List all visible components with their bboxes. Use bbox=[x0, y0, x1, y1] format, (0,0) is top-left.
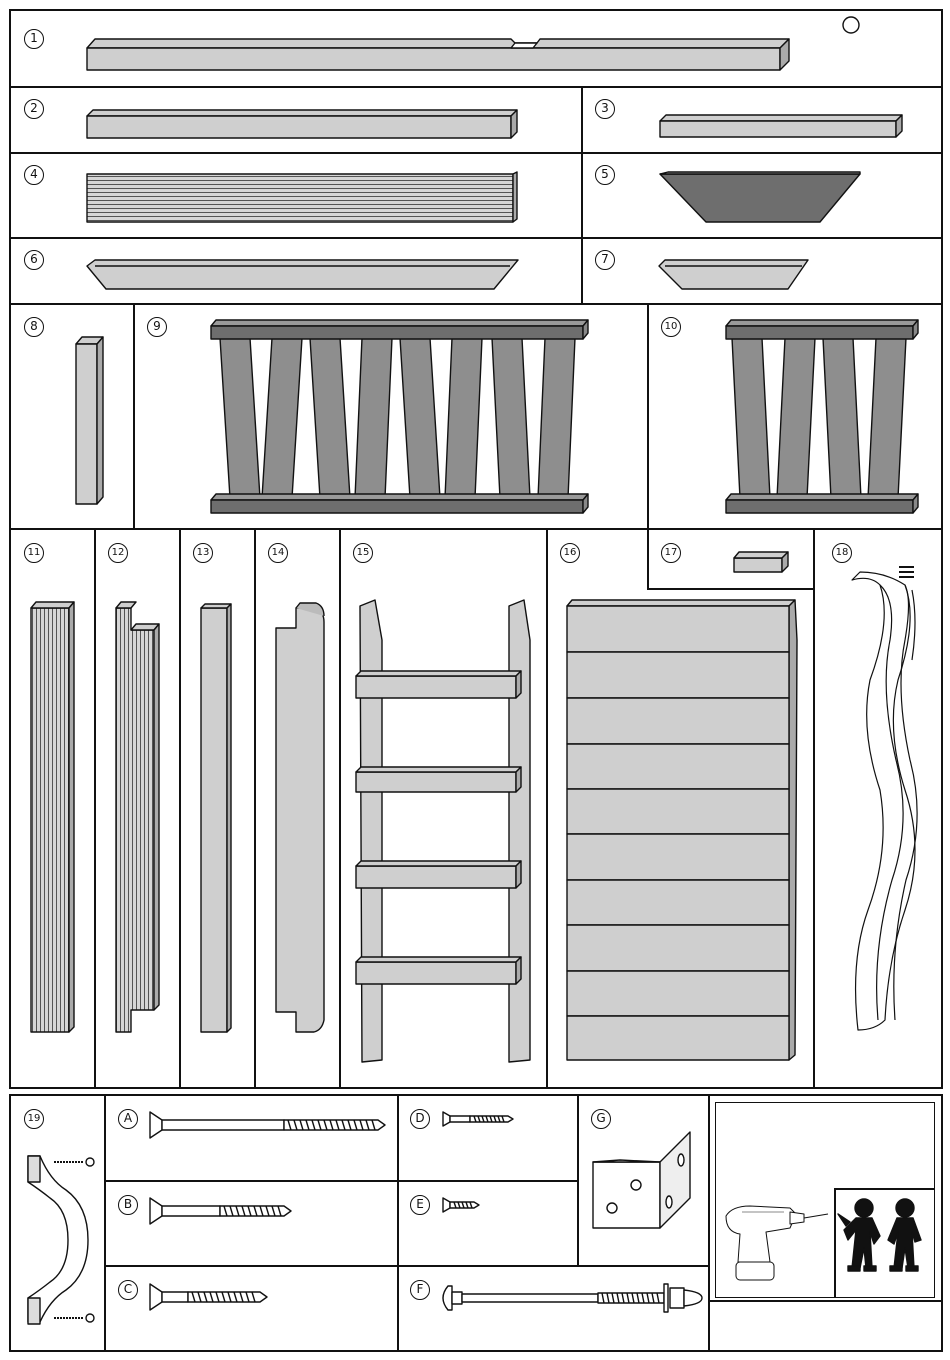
part-5-trapezoid bbox=[660, 174, 860, 222]
part-7-wedge bbox=[659, 260, 808, 289]
part-6-wedge bbox=[87, 260, 518, 289]
screw-d bbox=[443, 1112, 513, 1126]
two-workers-icon bbox=[838, 1199, 921, 1271]
bracket-g bbox=[593, 1132, 690, 1228]
part-18-slide bbox=[852, 567, 917, 1030]
part-17-block bbox=[734, 552, 788, 572]
part-10-railing-panel bbox=[726, 320, 918, 513]
part-13-post bbox=[201, 604, 231, 1032]
part-3-board bbox=[660, 115, 902, 137]
circle-mark bbox=[843, 17, 859, 33]
part-11-grooved-post bbox=[31, 602, 74, 1032]
part-2-board bbox=[87, 110, 517, 138]
screw-a bbox=[150, 1112, 385, 1138]
part-12-grooved-post bbox=[116, 602, 159, 1032]
screw-b bbox=[150, 1198, 291, 1224]
bolt-f bbox=[443, 1284, 702, 1312]
part-16-board-panel bbox=[567, 600, 797, 1060]
screw-c bbox=[150, 1284, 267, 1310]
part-9-railing-panel bbox=[211, 320, 588, 513]
part-8-post bbox=[76, 337, 103, 504]
screw-e bbox=[443, 1198, 479, 1212]
part-19-handle bbox=[28, 1156, 94, 1324]
part-4-grooved-board bbox=[87, 172, 517, 222]
part-14-post bbox=[276, 603, 324, 1032]
cordless-drill-icon bbox=[726, 1206, 828, 1280]
part-15-ladder bbox=[356, 600, 530, 1062]
part-1-beam bbox=[87, 39, 789, 70]
